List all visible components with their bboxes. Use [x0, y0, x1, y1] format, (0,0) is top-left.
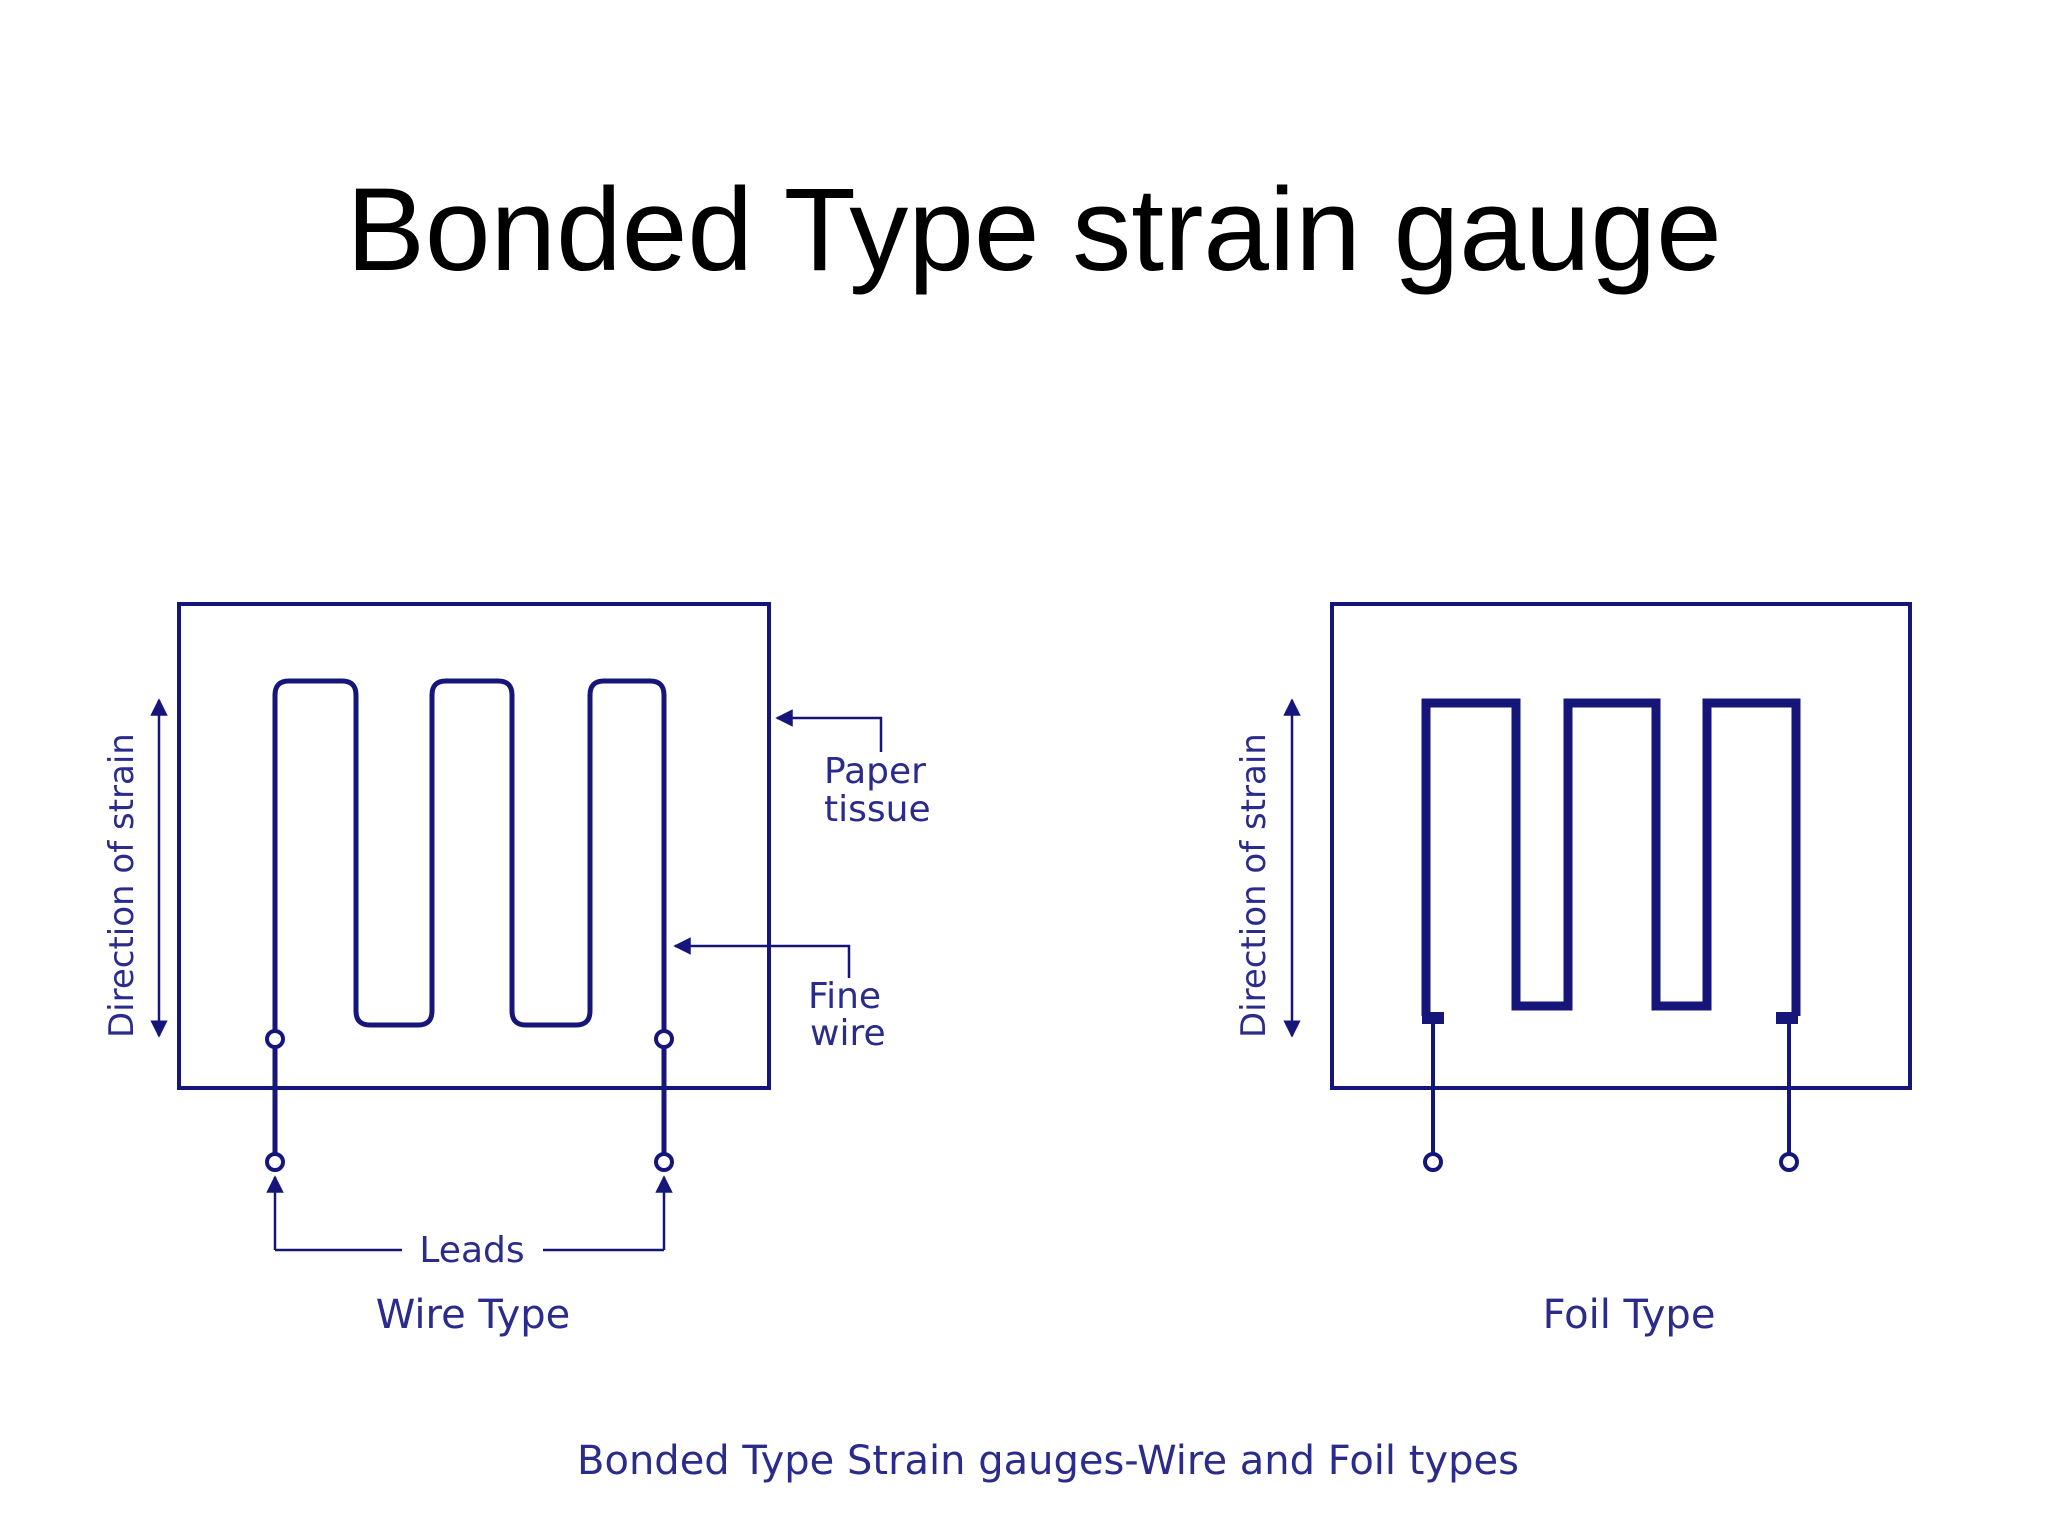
figure-caption: Bonded Type Strain gauges-Wire and Foil … [577, 1438, 1519, 1484]
foil-direction-label: Direction of strain [1234, 733, 1274, 1038]
slide-title: Bonded Type strain gauge [346, 164, 1722, 296]
foil-backing [1330, 602, 1912, 1090]
wire-paper-tissue [177, 602, 771, 1090]
paper-tissue-label-2: tissue [824, 789, 931, 830]
foil-lead-end-left [1423, 1152, 1443, 1172]
wire-direction-label: Direction of strain [102, 733, 142, 1038]
paper-tissue-label-1: Paper [824, 751, 926, 792]
wire-type-caption: Wire Type [376, 1292, 571, 1338]
leads-label: Leads [419, 1230, 524, 1271]
wire-lead-end-right [654, 1152, 674, 1172]
paper-tissue-callout [775, 709, 883, 752]
wire-lead-end-left [265, 1152, 285, 1172]
fine-wire-label-2: wire [810, 1013, 886, 1054]
wire-terminal-left [265, 1029, 285, 1049]
wire-grid [272, 678, 667, 1034]
fine-wire-callout [673, 937, 851, 978]
foil-type-caption: Foil Type [1543, 1292, 1716, 1338]
foil-grid [1421, 698, 1801, 1016]
fine-wire-label-1: Fine [808, 976, 881, 1017]
foil-type-gauge: Direction of strain Foil Type [1234, 602, 1912, 1338]
wire-type-gauge: Direction of strain Paper tissue Fine wi… [102, 602, 931, 1338]
foil-lead-end-right [1779, 1152, 1799, 1172]
wire-terminal-right [654, 1029, 674, 1049]
